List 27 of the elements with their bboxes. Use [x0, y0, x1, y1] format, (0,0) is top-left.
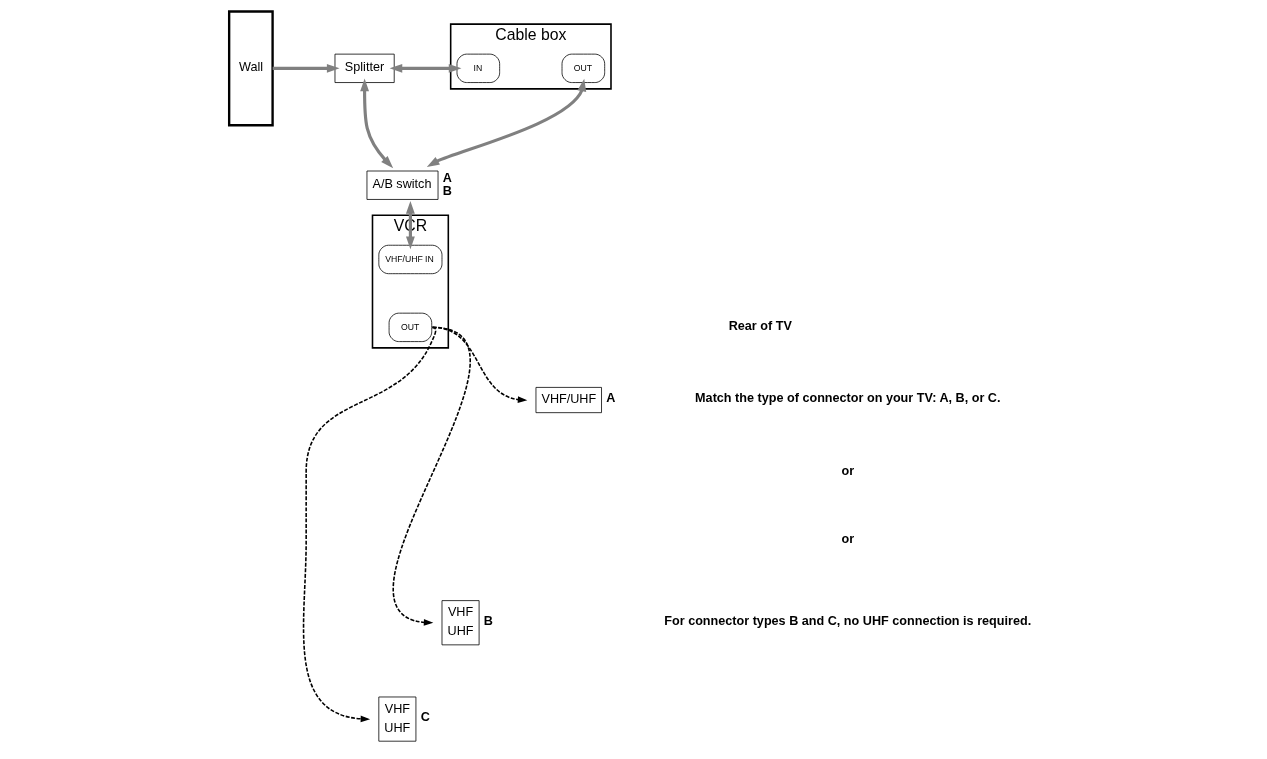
label: or [841, 531, 855, 546]
arrow [426, 78, 587, 168]
node-box: VHF/UHF IN [378, 244, 443, 275]
label: Match the type of connector on your TV: A, B, or C. [695, 391, 1001, 406]
node-label: C [420, 710, 430, 725]
node-label: A [442, 170, 452, 185]
node-box: A/B switch [366, 170, 439, 200]
label: or [841, 463, 855, 478]
label: Rear of TV [728, 318, 792, 333]
arrow [393, 326, 471, 626]
node-box: OUT [561, 53, 606, 83]
node-box: VHF UHF [441, 600, 480, 646]
arrow [302, 326, 437, 723]
node-label: B [442, 183, 452, 198]
arrow [272, 63, 340, 73]
node-label: B [483, 613, 493, 628]
node-label: A [606, 391, 616, 406]
arrow [389, 63, 462, 73]
node-box: VHF UHF [378, 696, 417, 742]
node-box: Splitter [334, 53, 395, 83]
arrow [405, 200, 415, 250]
arrow [360, 78, 394, 169]
node-box: Wall [227, 10, 274, 127]
node-box: IN [456, 53, 501, 83]
node-box: VHF/UHF [535, 387, 602, 414]
node-box: OUT [388, 312, 433, 342]
label: For connector types B and C, no UHF connection is required. [664, 613, 1032, 628]
